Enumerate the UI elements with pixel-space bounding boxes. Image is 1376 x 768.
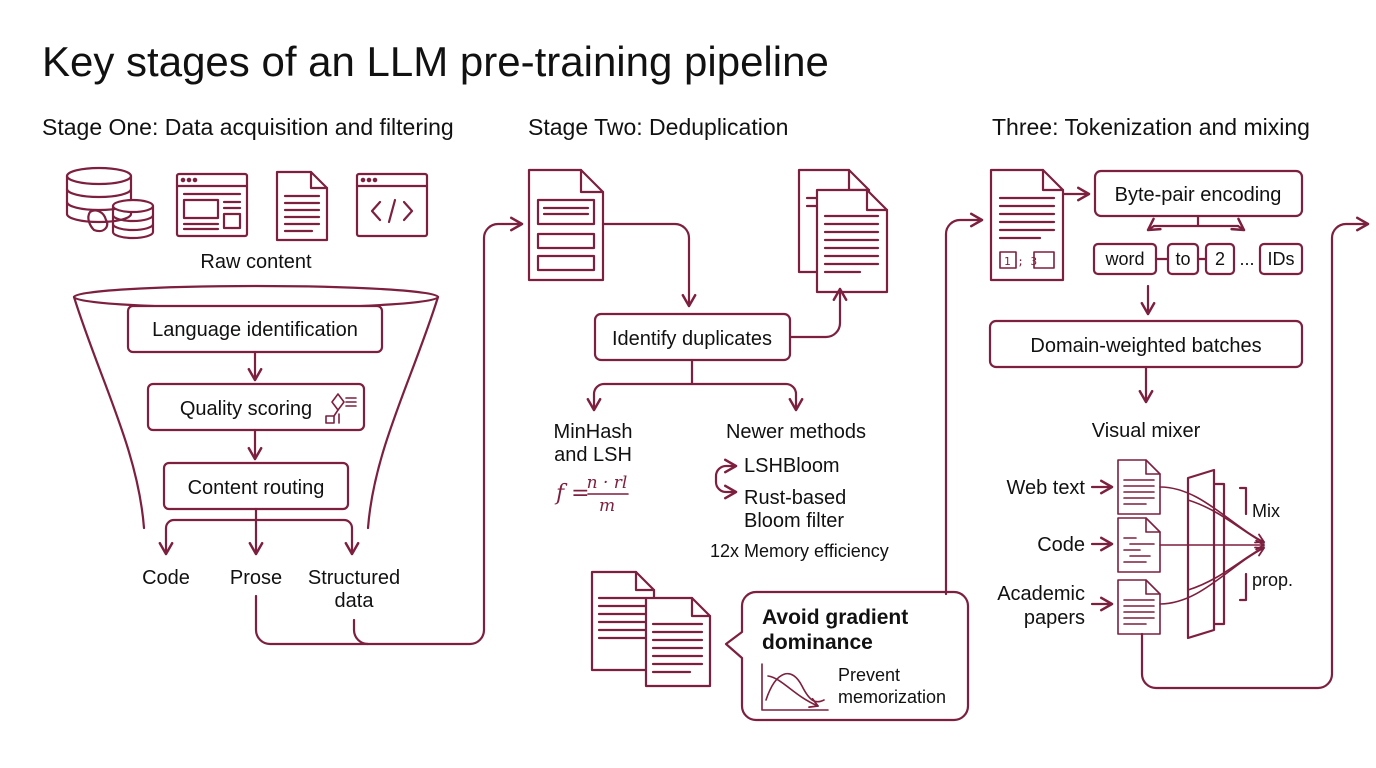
rust-bloom-label: Rust-based [744, 487, 846, 509]
callout-title-1: Avoid gradient [762, 606, 908, 629]
webpage-icon [175, 172, 249, 238]
svg-text:Language identification: Language identification [152, 319, 358, 341]
svg-text:f =: f = [554, 481, 590, 506]
routing-branches [166, 507, 360, 554]
svg-text:Quality scoring: Quality scoring [180, 398, 312, 420]
connector-stage2-to-stage3 [944, 212, 984, 596]
token-to: to [1175, 249, 1190, 269]
gradient-dominance-callout: Avoid gradient dominance Prevent memoriz… [724, 590, 970, 722]
svg-text:m: m [599, 496, 615, 516]
connector-stage3-output [1140, 216, 1370, 690]
newer-methods-bracket [714, 458, 738, 500]
academic-doc-icon [1117, 579, 1161, 635]
token-row: word to 2 ... IDs [1092, 242, 1304, 276]
code-window-icon [355, 172, 429, 238]
route-structured-label: Structured [308, 567, 400, 589]
memory-efficiency-label: 12x Memory efficiency [710, 541, 889, 561]
token-2: 2 [1215, 249, 1225, 269]
visual-mixer-label: Visual mixer [1092, 420, 1201, 442]
svg-text:Byte-pair encoding: Byte-pair encoding [1115, 184, 1282, 206]
stage-one-heading: Stage One: Data acquisition and filterin… [42, 114, 454, 140]
minhash-lsh-label: and LSH [554, 444, 632, 466]
code-doc-icon [1117, 517, 1161, 573]
mix-label: Mix [1252, 501, 1280, 521]
token-word: word [1104, 249, 1144, 269]
stage-two-heading: Stage Two: Deduplication [528, 114, 788, 140]
token-icon-label: 1 ; 3 [1004, 255, 1037, 268]
newer-methods-label: Newer methods [726, 421, 866, 443]
prop-label: prop. [1252, 570, 1293, 590]
language-identification-box: Language identification [126, 304, 384, 354]
identify-to-duplicates-arrow [788, 287, 848, 339]
svg-text:n · rl: n · rl [587, 473, 628, 493]
page-title: Key stages of an LLM pre-training pipeli… [42, 38, 829, 85]
raw-content-label: Raw content [200, 251, 312, 273]
content-routing-box: Content routing [162, 461, 350, 511]
connector-structured-merge [352, 618, 370, 646]
route-data-label: data [335, 590, 375, 612]
stage-three-heading: Three: Tokenization and mixing [992, 114, 1310, 140]
callout-title-2: dominance [762, 631, 873, 654]
token-ids: IDs [1268, 249, 1295, 269]
document-icon [275, 170, 329, 242]
svg-text:Domain-weighted batches: Domain-weighted batches [1030, 335, 1261, 357]
svg-text:Identify duplicates: Identify duplicates [612, 328, 772, 350]
source-academic: Academic [997, 583, 1085, 605]
source-web-text: Web text [1006, 477, 1085, 499]
web-text-doc-icon [1117, 459, 1161, 515]
token-document-icon [989, 168, 1065, 282]
bloom-filter-label: Bloom filter [744, 510, 844, 532]
input-document-icon [527, 168, 605, 282]
memorization-curve-icon [761, 663, 829, 711]
connector-stage1-to-stage2 [254, 216, 524, 646]
token-ellipsis: ... [1239, 249, 1254, 269]
route-prose-label: Prose [230, 567, 282, 589]
lshbloom-label: LSHBloom [744, 455, 840, 477]
callout-memorization-label: memorization [838, 687, 946, 707]
memorized-documents-icon [590, 570, 712, 688]
dedup-branches [594, 358, 804, 410]
database-icon [65, 166, 155, 240]
source-code: Code [1037, 534, 1085, 556]
svg-text:Content routing: Content routing [188, 477, 325, 499]
minhash-label: MinHash [554, 421, 633, 443]
source-papers: papers [1024, 607, 1085, 629]
minhash-formula: f = n · rl m [554, 473, 629, 516]
bpe-box: Byte-pair encoding [1093, 169, 1304, 218]
mixer-device [1159, 468, 1265, 640]
identify-duplicates-box: Identify duplicates [593, 312, 792, 362]
scoring-icon [325, 393, 357, 424]
quality-scoring-box: Quality scoring [146, 382, 366, 432]
bpe-branch [1152, 214, 1240, 228]
duplicate-documents-icon [797, 168, 889, 294]
route-code-label: Code [142, 567, 190, 589]
callout-prevent-label: Prevent [838, 665, 900, 685]
filter-funnel [72, 284, 440, 530]
domain-weighted-box: Domain-weighted batches [988, 319, 1304, 369]
doc-to-identify-arrow [601, 222, 697, 308]
